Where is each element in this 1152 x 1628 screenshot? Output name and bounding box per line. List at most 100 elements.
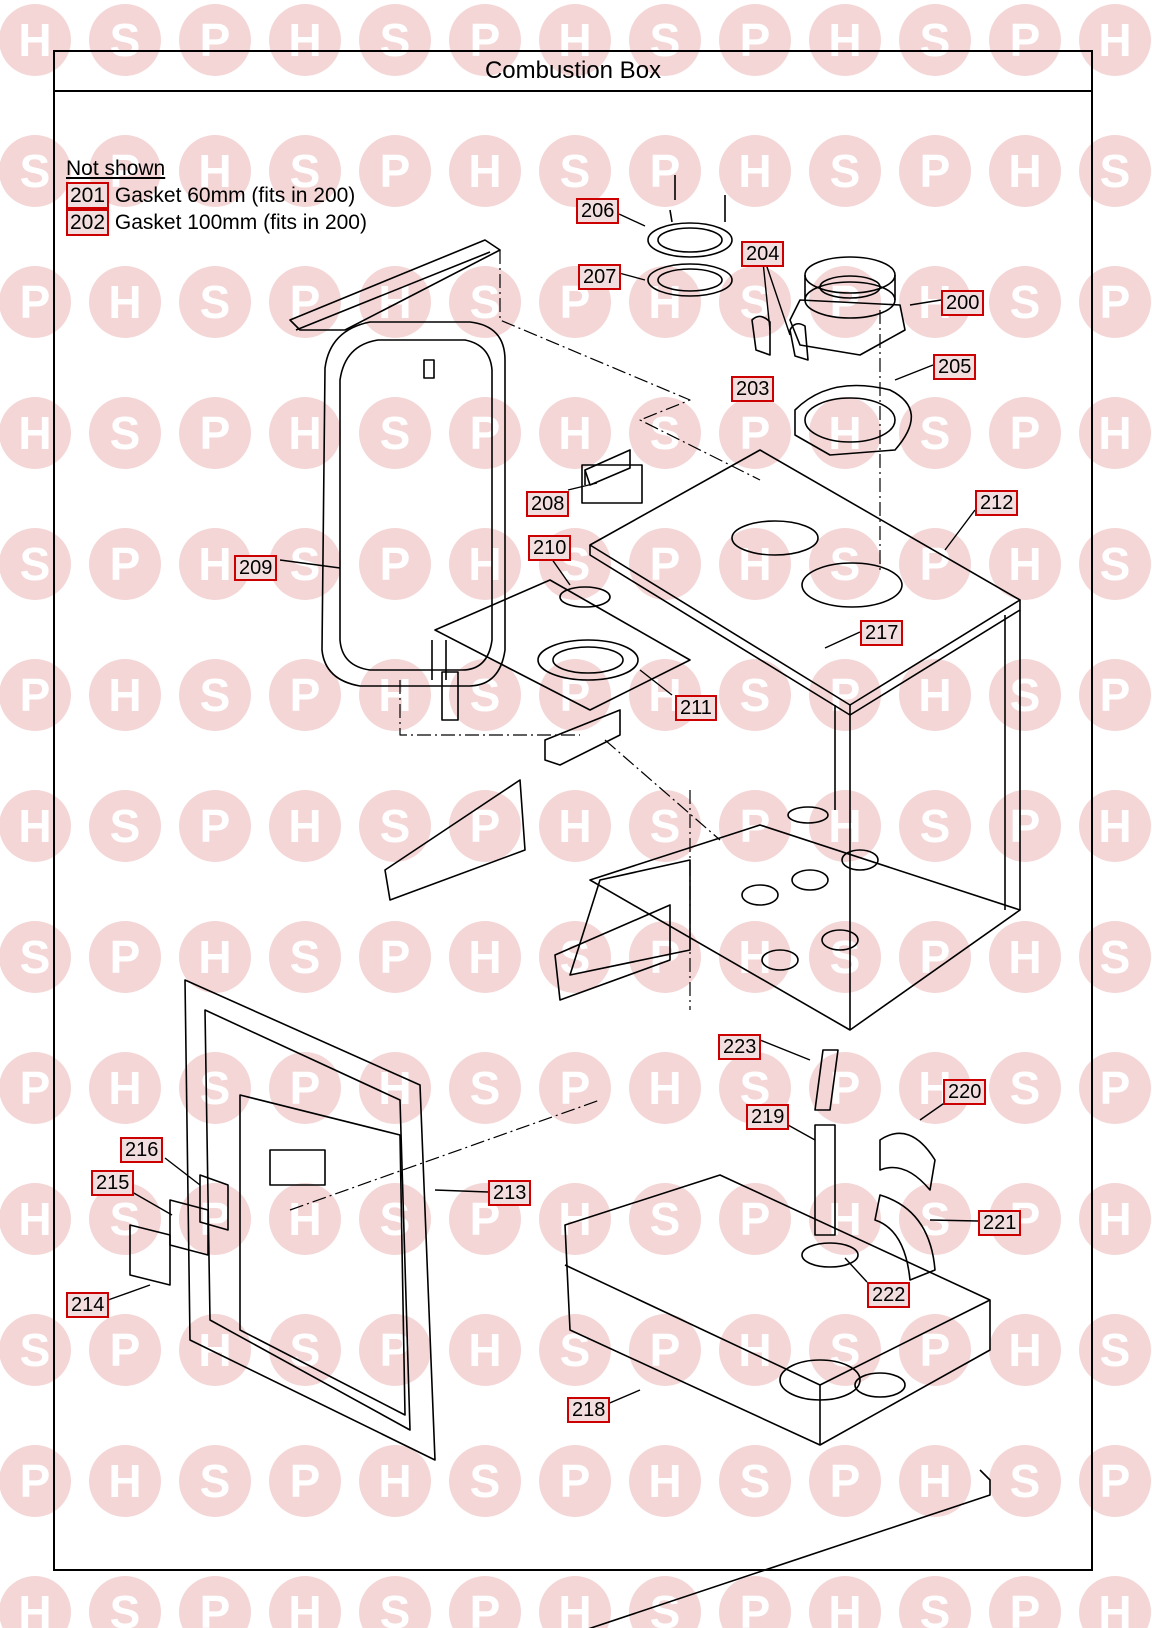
part-label-212[interactable]: 212 bbox=[975, 490, 1019, 516]
watermark-letter: S bbox=[920, 800, 951, 852]
part-label-206[interactable]: 206 bbox=[576, 198, 620, 224]
watermark-letter: P bbox=[1010, 800, 1041, 852]
watermark-disc bbox=[179, 528, 251, 600]
part-label-217[interactable]: 217 bbox=[860, 620, 904, 646]
watermark-letter: P bbox=[20, 1455, 51, 1507]
watermark-disc bbox=[989, 790, 1061, 862]
watermark-letter: P bbox=[470, 407, 501, 459]
watermark-letter: P bbox=[380, 931, 411, 983]
part-label-214[interactable]: 214 bbox=[66, 1292, 110, 1318]
watermark-letter: S bbox=[650, 1193, 681, 1245]
not-shown-code[interactable]: 201 bbox=[66, 182, 110, 209]
watermark-letter: P bbox=[740, 407, 771, 459]
watermark-disc bbox=[449, 397, 521, 469]
watermark-disc bbox=[89, 790, 161, 862]
not-shown-list: Not shown 201 Gasket 60mm (fits in 200) … bbox=[66, 155, 367, 236]
watermark-disc bbox=[179, 659, 251, 731]
watermark-letter: H bbox=[198, 538, 231, 590]
watermark-letter: S bbox=[110, 14, 141, 66]
part-label-215[interactable]: 215 bbox=[91, 1170, 135, 1196]
watermark-letter: P bbox=[650, 1324, 681, 1376]
watermark-letter: S bbox=[920, 14, 951, 66]
watermark-disc bbox=[359, 528, 431, 600]
watermark-disc bbox=[89, 1576, 161, 1628]
part-label-204[interactable]: 204 bbox=[741, 241, 785, 267]
watermark-letter: S bbox=[380, 407, 411, 459]
part-label-205[interactable]: 205 bbox=[933, 354, 977, 380]
watermark-letter: H bbox=[108, 276, 141, 328]
watermark-disc bbox=[359, 1576, 431, 1628]
watermark-disc bbox=[269, 397, 341, 469]
part-label-220[interactable]: 220 bbox=[943, 1079, 987, 1105]
part-label-219[interactable]: 219 bbox=[746, 1104, 790, 1130]
watermark-disc bbox=[1079, 528, 1151, 600]
watermark-letter: S bbox=[830, 931, 861, 983]
watermark-letter: H bbox=[828, 1586, 861, 1628]
part-label-216[interactable]: 216 bbox=[120, 1137, 164, 1163]
watermark-disc bbox=[449, 266, 521, 338]
watermark-disc bbox=[539, 4, 611, 76]
watermark-disc bbox=[449, 921, 521, 993]
watermark-letter: H bbox=[828, 407, 861, 459]
watermark-disc bbox=[809, 921, 881, 993]
watermark-disc bbox=[809, 659, 881, 731]
watermark-disc bbox=[899, 135, 971, 207]
part-label-200[interactable]: 200 bbox=[941, 290, 985, 316]
part-label-211[interactable]: 211 bbox=[675, 695, 717, 721]
watermark-letter: H bbox=[18, 1193, 51, 1245]
part-label-223[interactable]: 223 bbox=[718, 1034, 762, 1060]
watermark-letter: S bbox=[1100, 1324, 1131, 1376]
watermark-disc bbox=[719, 397, 791, 469]
watermark-letter: P bbox=[920, 145, 951, 197]
part-label-221[interactable]: 221 bbox=[978, 1210, 1022, 1236]
watermark-letter: P bbox=[20, 276, 51, 328]
watermark-letter: S bbox=[1010, 669, 1041, 721]
watermark-disc bbox=[989, 1183, 1061, 1255]
watermark-disc bbox=[89, 659, 161, 731]
watermark-letter: S bbox=[920, 1586, 951, 1628]
part-label-203[interactable]: 203 bbox=[731, 376, 775, 402]
combustion-box-casing bbox=[589, 449, 1021, 1031]
watermark-disc bbox=[179, 1052, 251, 1124]
part-label-210[interactable]: 210 bbox=[528, 535, 572, 561]
part-label-213[interactable]: 213 bbox=[488, 1180, 532, 1206]
watermark-letter: S bbox=[650, 407, 681, 459]
watermark-disc bbox=[1079, 1314, 1151, 1386]
watermark-disc bbox=[89, 266, 161, 338]
watermark-letter: P bbox=[200, 1586, 231, 1628]
part-label-208[interactable]: 208 bbox=[526, 491, 570, 517]
watermark-letter: H bbox=[1098, 407, 1131, 459]
watermark-letter: S bbox=[1100, 931, 1131, 983]
watermark-letter: H bbox=[1008, 1324, 1041, 1376]
watermark-disc bbox=[89, 1183, 161, 1255]
watermark-disc bbox=[899, 4, 971, 76]
not-shown-code[interactable]: 202 bbox=[66, 209, 110, 236]
watermark-disc bbox=[629, 135, 701, 207]
part-label-218[interactable]: 218 bbox=[567, 1397, 611, 1423]
watermark-letter: P bbox=[380, 145, 411, 197]
watermark-disc bbox=[989, 528, 1061, 600]
watermark-disc bbox=[359, 790, 431, 862]
watermark-disc bbox=[539, 1445, 611, 1517]
watermark-letter: H bbox=[468, 538, 501, 590]
part-label-222[interactable]: 222 bbox=[867, 1282, 911, 1308]
part-label-207[interactable]: 207 bbox=[578, 264, 622, 290]
watermark-disc bbox=[809, 135, 881, 207]
part-label-209[interactable]: 209 bbox=[234, 555, 278, 581]
watermark-letter: P bbox=[110, 931, 141, 983]
watermark-letter: H bbox=[648, 1062, 681, 1114]
watermark-disc bbox=[1079, 790, 1151, 862]
watermark-disc bbox=[899, 266, 971, 338]
alignment-lines bbox=[289, 250, 881, 1211]
watermark-disc bbox=[89, 1052, 161, 1124]
watermark-disc bbox=[989, 397, 1061, 469]
watermark-letter: S bbox=[1010, 1455, 1041, 1507]
door-panel bbox=[129, 979, 436, 1461]
watermark-disc bbox=[809, 4, 881, 76]
watermark-letter: P bbox=[830, 1455, 861, 1507]
watermark-disc bbox=[989, 1576, 1061, 1628]
watermark-disc bbox=[179, 397, 251, 469]
watermark-disc bbox=[269, 921, 341, 993]
watermark-disc bbox=[719, 4, 791, 76]
watermark-letter: H bbox=[288, 1193, 321, 1245]
